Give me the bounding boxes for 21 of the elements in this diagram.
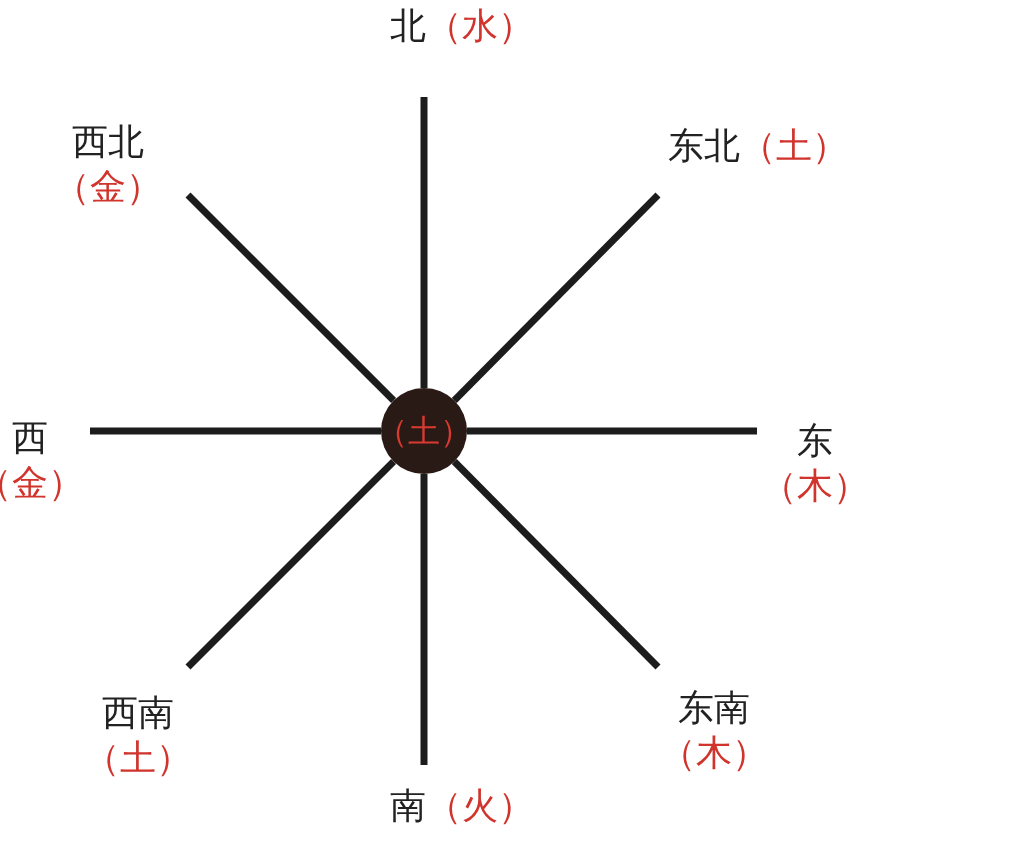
element-label: （金） xyxy=(54,165,162,209)
direction-label: 北 xyxy=(390,4,426,46)
element-label: （火） xyxy=(426,784,534,826)
element-label: （木） xyxy=(761,464,869,508)
direction-label: 东南 xyxy=(677,686,751,730)
direction-label: 南 xyxy=(390,784,426,826)
center-circle xyxy=(381,388,467,474)
spoke-line xyxy=(451,459,661,670)
spoke-line xyxy=(185,192,397,404)
direction-label: 西南 xyxy=(101,691,175,735)
spoke-line xyxy=(185,458,397,670)
direction-label: 西北 xyxy=(71,120,145,164)
element-label: （土） xyxy=(740,124,848,166)
direction-label: 东北 xyxy=(668,124,740,166)
direction-label: 西 xyxy=(11,416,49,460)
element-label: （水） xyxy=(426,4,534,46)
element-label: （土） xyxy=(376,411,472,451)
element-label: （木） xyxy=(660,731,768,775)
spoke-line xyxy=(451,192,661,403)
element-label: （土） xyxy=(84,736,192,780)
direction-label: 东 xyxy=(796,419,834,463)
